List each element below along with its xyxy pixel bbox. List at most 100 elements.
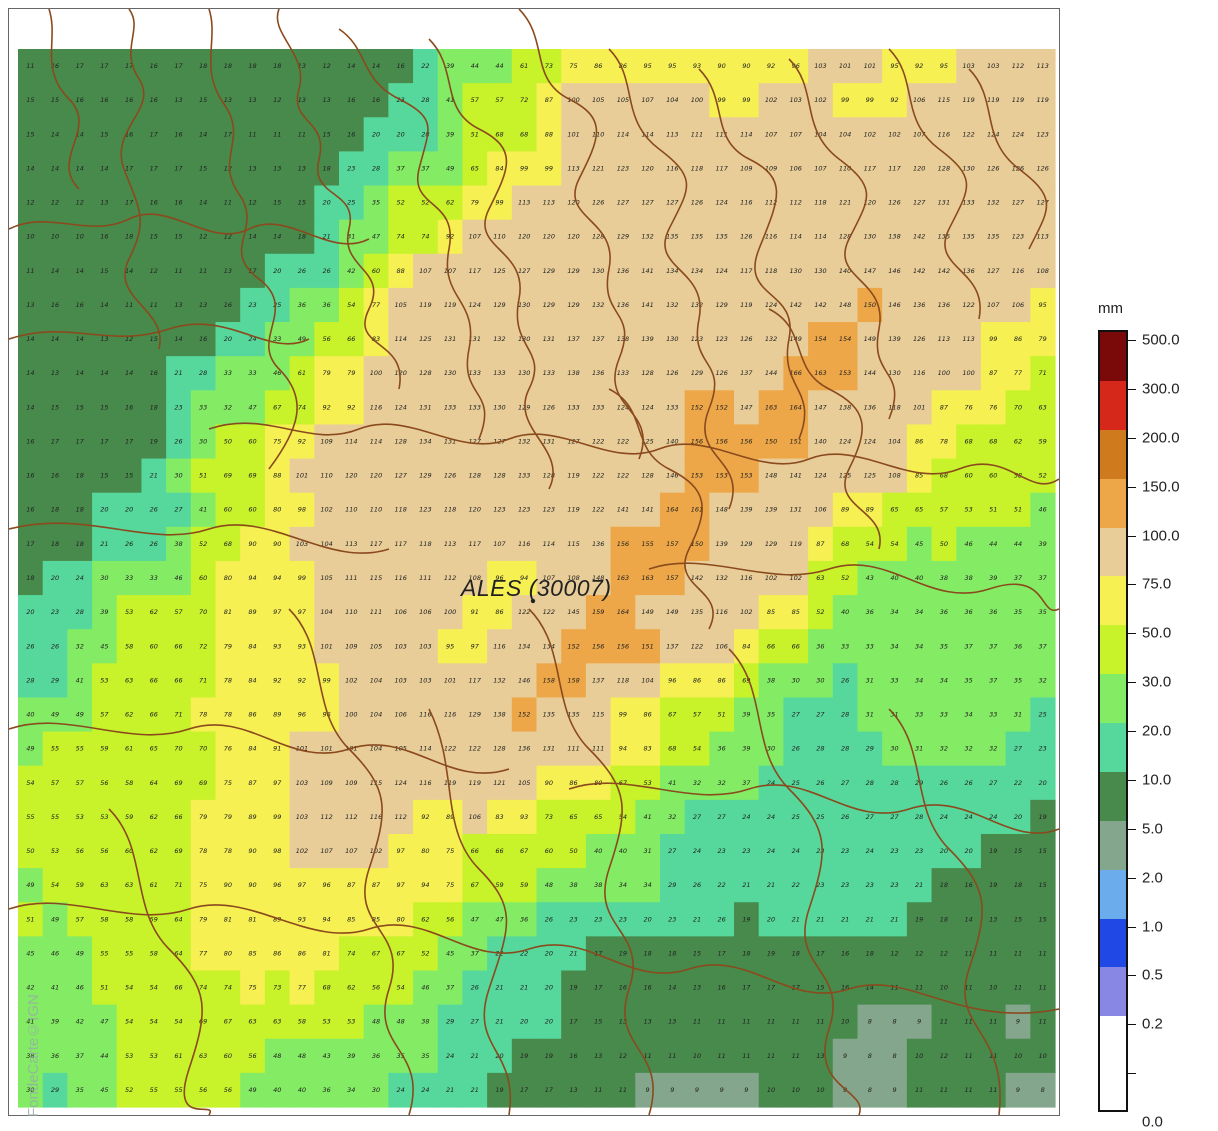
grid-value: 128	[493, 472, 505, 480]
grid-cell	[363, 492, 389, 528]
grid-value: 107	[493, 540, 506, 548]
grid-value: 70	[1014, 403, 1022, 411]
grid-cell	[561, 629, 587, 664]
grid-cell	[363, 117, 389, 152]
grid-value: 131	[938, 199, 950, 207]
grid-cell	[437, 356, 464, 391]
grid-cell	[882, 765, 908, 801]
grid-value: 17	[224, 130, 233, 138]
grid-value: 9	[892, 1086, 896, 1094]
grid-cell	[783, 1004, 809, 1040]
grid-value: 30	[767, 745, 775, 753]
grid-value: 90	[248, 847, 256, 855]
grid-cell	[437, 799, 464, 835]
grid-cell	[487, 322, 513, 357]
grid-value: 24	[940, 813, 948, 821]
grid-cell	[338, 697, 365, 733]
grid-value: 132	[666, 301, 678, 309]
grid-cell	[116, 560, 143, 596]
grid-value: 16	[150, 96, 158, 104]
grid-value: 123	[493, 506, 505, 514]
grid-cell	[758, 1038, 784, 1074]
grid-value: 39	[446, 130, 454, 138]
grid-cell	[610, 1004, 636, 1040]
grid-cell	[67, 799, 93, 835]
grid-value: 114	[370, 437, 382, 445]
grid-cell	[462, 936, 488, 972]
grid-value: 74	[224, 984, 232, 992]
grid-value: 14	[76, 369, 84, 377]
grid-value: 8	[868, 1086, 872, 1094]
grid-value: 60	[964, 472, 972, 480]
grid-value: 21	[866, 915, 874, 923]
grid-value: 99	[866, 96, 874, 104]
grid-cell	[956, 390, 982, 426]
grid-cell	[1005, 629, 1031, 664]
grid-value: 120	[370, 472, 382, 480]
grid-cell	[42, 322, 68, 357]
legend-swatch	[1100, 429, 1126, 480]
grid-value: 14	[248, 233, 256, 241]
grid-value: 69	[174, 779, 182, 787]
grid-value: 36	[718, 745, 726, 753]
grid-value: 149	[641, 608, 653, 616]
grid-cell	[166, 219, 192, 255]
grid-value: 140	[666, 437, 678, 445]
grid-value: 11	[767, 1052, 775, 1060]
grid-cell	[413, 970, 439, 1006]
grid-value: 11	[1039, 1018, 1047, 1026]
grid-cell	[635, 970, 661, 1006]
grid-cell	[166, 1038, 192, 1074]
grid-value: 94	[248, 574, 256, 582]
grid-value: 122	[543, 608, 555, 616]
grid-cell	[240, 356, 266, 391]
grid-cell	[289, 458, 315, 494]
grid-cell	[882, 492, 908, 528]
grid-cell	[659, 833, 686, 869]
grid-cell	[659, 936, 686, 972]
grid-value: 24	[248, 335, 256, 343]
grid-cell	[956, 765, 982, 801]
grid-value: 83	[495, 813, 503, 821]
grid-value: 68	[841, 540, 849, 548]
grid-value: 13	[668, 1018, 676, 1026]
grid-cell	[709, 629, 735, 664]
grid-cell	[1005, 799, 1031, 835]
grid-cell	[215, 390, 241, 426]
grid-cell	[1005, 663, 1031, 699]
grid-value: 11	[174, 267, 182, 275]
grid-value: 21	[890, 915, 898, 923]
grid-value: 142	[913, 267, 925, 275]
grid-value: 46	[421, 984, 429, 992]
grid-cell	[42, 560, 68, 596]
grid-cell	[635, 83, 661, 118]
grid-value: 51	[199, 472, 207, 480]
grid-cell	[413, 185, 439, 221]
grid-value: 58	[150, 949, 158, 957]
grid-value: 99	[619, 711, 627, 719]
grid-cell	[561, 356, 587, 391]
grid-cell	[166, 253, 192, 289]
grid-cell	[758, 936, 784, 972]
grid-value: 37	[1039, 574, 1048, 582]
grid-value: 154	[814, 335, 826, 343]
grid-value: 28	[372, 164, 380, 172]
grid-cell	[931, 458, 957, 494]
grid-cell	[437, 117, 464, 152]
grid-value: 52	[816, 608, 824, 616]
grid-value: 122	[691, 642, 703, 650]
grid-cell	[190, 253, 217, 289]
grid-value: 124	[1012, 130, 1024, 138]
grid-cell	[67, 868, 93, 903]
grid-value: 27	[718, 813, 727, 821]
grid-value: 97	[397, 847, 406, 855]
grid-cell	[289, 1072, 315, 1108]
grid-value: 55	[100, 949, 108, 957]
grid-value: 11	[224, 199, 232, 207]
grid-value: 15	[100, 403, 108, 411]
grid-value: 66	[174, 813, 182, 821]
grid-value: 79	[347, 369, 355, 377]
grid-value: 44	[495, 62, 503, 70]
grid-cell	[67, 117, 93, 152]
